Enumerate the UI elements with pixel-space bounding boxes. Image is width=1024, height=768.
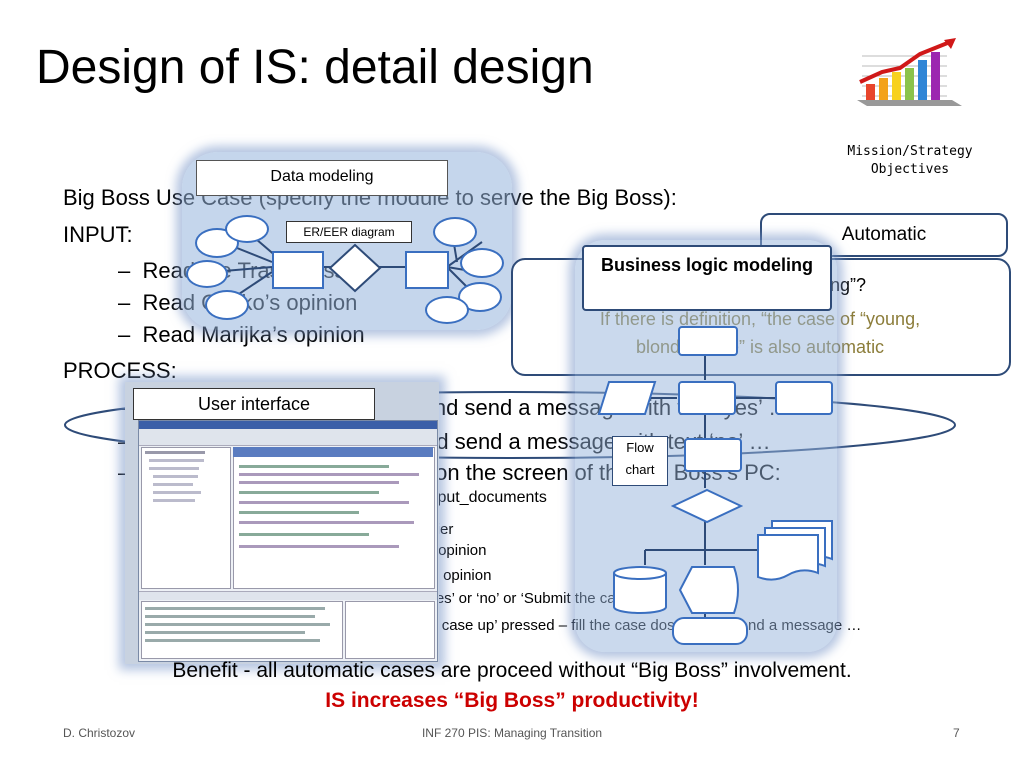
slide-title: Design of IS: detail design: [36, 41, 594, 94]
flow-documents-shape: [757, 520, 833, 581]
er-attribute: [458, 282, 502, 312]
business-logic-label: Business logic modeling: [582, 245, 832, 311]
data-modeling-label: Data modeling: [196, 160, 448, 196]
productivity-line: IS increases “Big Boss” productivity!: [325, 689, 699, 712]
footer-course: INF 270 PIS: Managing Transition: [421, 726, 603, 740]
flow-decision-diamond: [671, 488, 743, 524]
flow-process-box: [678, 381, 736, 415]
er-relationship: [328, 243, 382, 293]
flow-input-shape: [597, 381, 657, 415]
footer-page-number: 7: [953, 726, 960, 740]
editor-screenshot: [138, 420, 438, 662]
er-entity: [272, 251, 324, 289]
er-attribute: [205, 290, 249, 320]
flow-process-box: [775, 381, 833, 415]
benefit-line: Benefit - all automatic cases are procee…: [172, 659, 852, 682]
flow-database-shape: [613, 566, 667, 614]
footer-author: D. Christozov: [63, 726, 136, 740]
process-label: PROCESS:: [63, 358, 177, 383]
er-diagram-label: ER/EER diagram: [286, 221, 412, 243]
er-attribute: [433, 217, 477, 247]
flow-terminal-box: [672, 617, 748, 645]
user-interface-label: User interface: [133, 388, 375, 420]
er-attribute: [425, 296, 469, 324]
er-attribute: [186, 260, 228, 288]
er-attribute: [460, 248, 504, 278]
er-entity: [405, 251, 449, 289]
flow-process-box: [678, 326, 738, 356]
er-attribute: [195, 228, 239, 258]
process-sub: input_documents: [425, 489, 547, 506]
logo-caption: Mission/Strategy Objectives: [847, 144, 973, 177]
er-attribute: [225, 215, 269, 243]
flow-display-shape: [678, 566, 739, 614]
flow-chart-label: Flow chart: [612, 436, 668, 486]
chart-logo-icon: [852, 38, 967, 108]
input-label: INPUT:: [63, 222, 133, 247]
flow-process-box: [684, 438, 742, 472]
